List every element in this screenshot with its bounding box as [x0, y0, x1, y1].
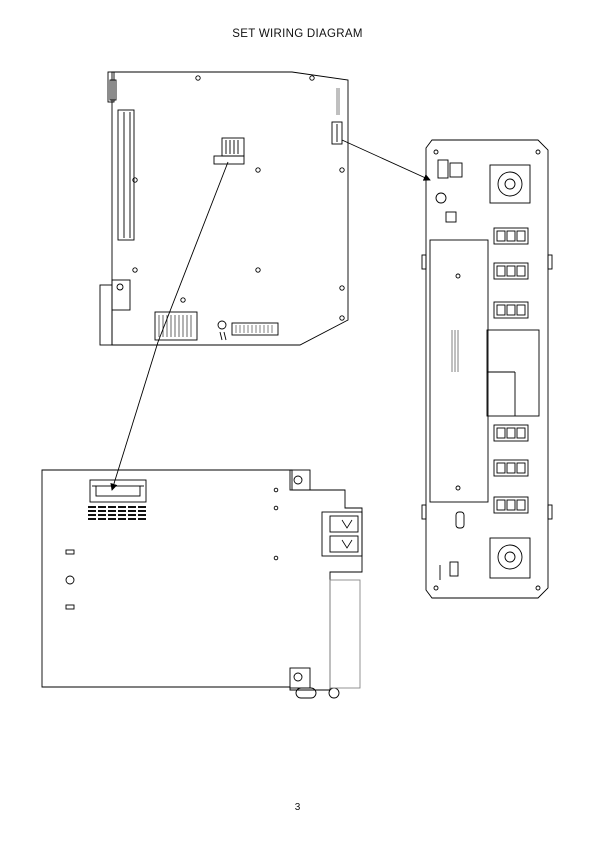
wire-main-to-display: [341, 139, 431, 181]
display-board: [421, 139, 553, 599]
button-cluster-6: [493, 496, 529, 514]
button-cluster-5: [493, 459, 529, 477]
button-cluster-2: [493, 262, 529, 280]
wire-main-to-connector: [110, 161, 229, 491]
page-number: 3: [294, 802, 301, 813]
connector-board: [41, 469, 363, 699]
button-cluster-1: [493, 227, 529, 245]
connector-pin-labels: [88, 506, 146, 520]
button-cluster-3: [493, 301, 529, 319]
main-board: [99, 71, 349, 346]
page-title: SET WIRING DIAGRAM: [232, 28, 363, 40]
button-cluster-4: [493, 424, 529, 442]
